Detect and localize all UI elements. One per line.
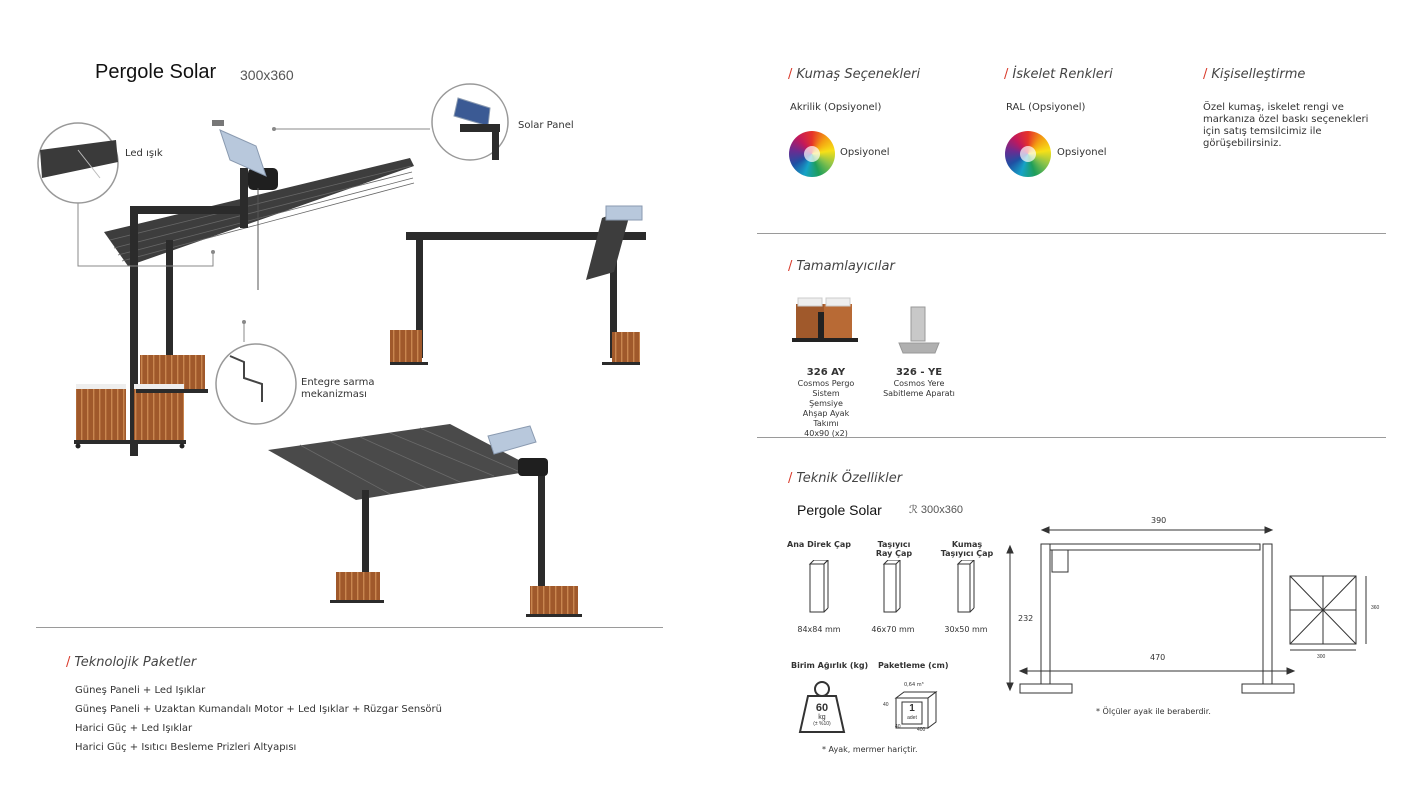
profile-dim: 30x50 mm [944, 625, 988, 634]
tech-product-size: ℛ 300x360 [909, 504, 964, 516]
bottom-pergola [268, 424, 582, 617]
package-dim-h: 40 [883, 702, 889, 708]
dim-top: 390 [1151, 516, 1167, 525]
callout-mechanism-2: mekanizması [301, 389, 367, 400]
product-title: Pergole Solar [95, 61, 217, 83]
product-size: 300x360 [240, 67, 294, 83]
dim-side-bottom: 300 [1317, 654, 1326, 660]
fabric-option: Opsiyonel [840, 147, 890, 158]
package-dim-w: 400 [917, 727, 926, 733]
product-illustration [37, 83, 646, 617]
divider-right-2 [757, 437, 1386, 438]
packaging-label: Paketleme (cm) [878, 661, 949, 670]
weight-value: 60 [815, 702, 829, 714]
weight-icon [798, 681, 846, 733]
profile-drawings [808, 560, 975, 613]
tech-title: /Teknik Özellikler [788, 471, 903, 486]
package-volume: 0,64 m³ [904, 682, 924, 688]
custom-text: Özel kumaş, iskelet rengi ve markanıza ö… [1203, 102, 1369, 149]
fabric-type: Akrilik (Opsiyonel) [790, 102, 882, 113]
tech-product-name: Pergole Solar [797, 502, 882, 518]
accessory-item: 326 AY Cosmos Pergo Sistem Şemsiye Ahşap… [797, 367, 855, 438]
frame-title: /İskelet Renkleri [1004, 67, 1113, 82]
divider-right-1 [757, 233, 1386, 234]
callout-mechanism-1: Entegre sarma [301, 377, 375, 388]
divider-left [36, 627, 663, 628]
callout-solar: Solar Panel [518, 120, 574, 131]
frame-color-wheel-icon [1005, 131, 1051, 177]
dim-bottom: 470 [1150, 653, 1166, 662]
accessories-title: /Tamamlayıcılar [788, 259, 895, 274]
ground-fixing-apparatus-image [898, 306, 940, 354]
package-item: Güneş Paneli + Uzaktan Kumandalı Motor +… [75, 704, 442, 715]
profile-dim: 46x70 mm [871, 625, 915, 634]
frame-option: Opsiyonel [1057, 147, 1107, 158]
dim-side: 360 [1371, 605, 1380, 611]
accessory-item: 326 - YE Cosmos Yere Sabitleme Aparatı [883, 367, 955, 398]
packages-list: Güneş Paneli + Led Işıklar Güneş Paneli … [75, 681, 442, 757]
package-count: 1 [909, 703, 915, 714]
top-right-pergola [390, 205, 646, 365]
package-item: Harici Güç + Isıtıcı Besleme Prizleri Al… [75, 742, 297, 753]
packages-title: /Teknolojik Paketler [66, 655, 197, 670]
package-item: Güneş Paneli + Led Işıklar [75, 685, 206, 696]
package-item: Harici Güç + Led Işıklar [75, 723, 193, 734]
frame-type: RAL (Opsiyonel) [1006, 102, 1086, 113]
fabric-title: /Kumaş Seçenekleri [788, 67, 921, 82]
package-box-icon [894, 691, 938, 729]
profile-name: Ana Direk Çap [787, 540, 851, 549]
weight-note: * Ayak, mermer hariçtir. [822, 745, 918, 754]
package-unit: adet [907, 715, 917, 721]
fabric-color-wheel-icon [789, 131, 835, 177]
package-dim-d: 40 [895, 724, 901, 730]
weight-unit: kg [818, 714, 826, 721]
dimension-drawing [1006, 526, 1367, 694]
main-pergola [74, 120, 415, 456]
profile-dim: 84x84 mm [797, 625, 841, 634]
custom-title: /Kişiselleştirme [1203, 67, 1306, 82]
callout-led: Led ışık [125, 148, 163, 159]
dim-height: 232 [1018, 614, 1034, 623]
weight-tolerance: (± %10) [813, 721, 831, 727]
weight-label: Birim Ağırlık (kg) [791, 661, 869, 670]
dimension-note: * Ölçüler ayak ile beraberdir. [1096, 707, 1211, 716]
wooden-base-set-image [792, 297, 858, 342]
